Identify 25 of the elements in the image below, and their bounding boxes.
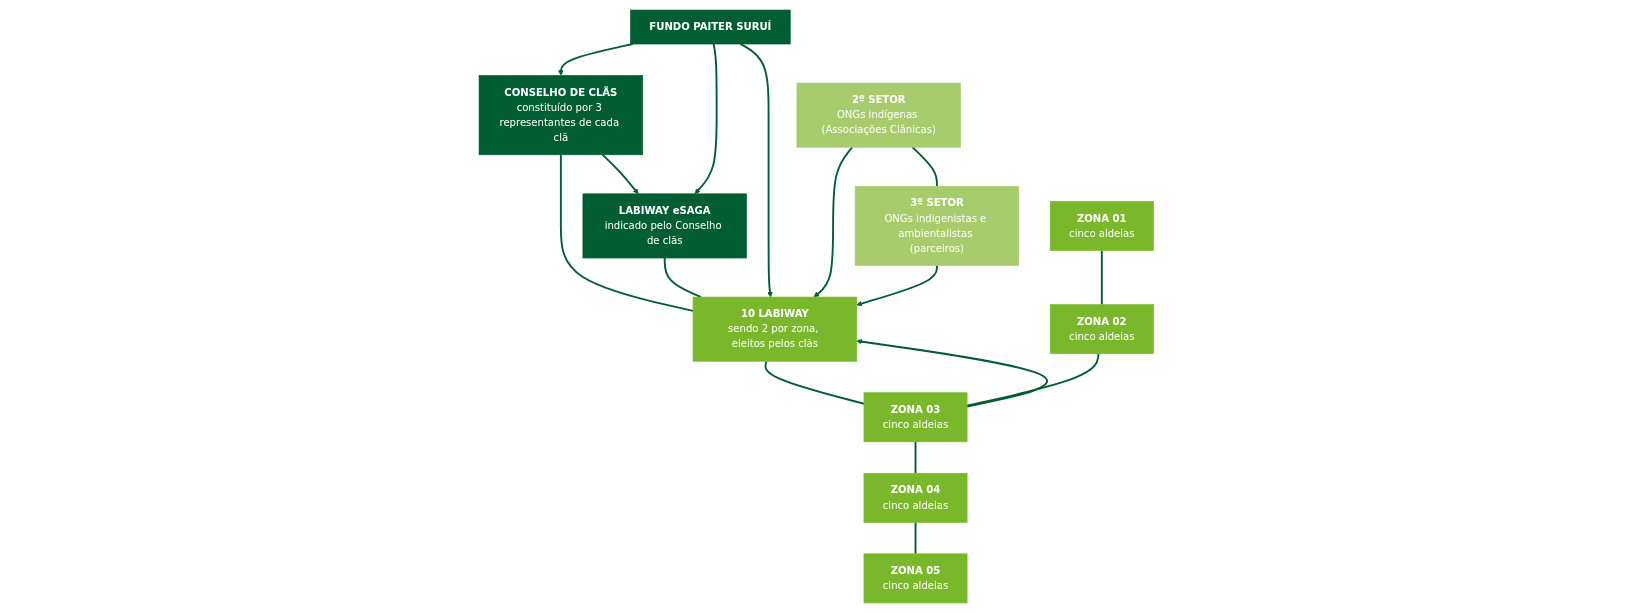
connector <box>966 352 1100 407</box>
arrow <box>694 43 718 195</box>
node-box: 2º SETOR ONGs indígenas (Associações Clânicas) <box>796 82 962 148</box>
connector <box>914 440 917 475</box>
node-box: ZONA 04 cinco aldeias <box>863 472 968 523</box>
node-box: ZONA 03 cinco aldeias <box>863 392 968 443</box>
node-box: ZONA 05 cinco aldeias <box>863 553 968 604</box>
arrow <box>856 264 939 307</box>
arrow <box>601 153 639 195</box>
arrow <box>856 338 1049 408</box>
connector <box>911 146 939 188</box>
connector <box>664 257 703 298</box>
node-box: ZONA 02 cinco aldeias <box>1050 304 1154 354</box>
node-box: FUNDO PAITER SURUÍ <box>630 9 791 45</box>
connector <box>560 153 695 312</box>
node-box: 10 LABIWAY sendo 2 por zona, eleitos pelos clãs <box>693 296 858 362</box>
connector <box>764 360 866 405</box>
arrow <box>739 43 773 298</box>
node-box: CONSELHO DE CLÃS constituído por 3 representantes de cada clã <box>479 75 644 156</box>
node-box: 3º SETOR ONGs indigenistas e ambientalistas (parceiros) <box>855 185 1020 266</box>
connector <box>914 521 917 555</box>
arrow <box>813 146 854 298</box>
connector <box>1101 249 1104 306</box>
node-box: LABIWAY eSAGA indicado pelo Conselho de clãs <box>582 193 748 259</box>
node-box: ZONA 01 cinco aldeias <box>1050 201 1154 251</box>
